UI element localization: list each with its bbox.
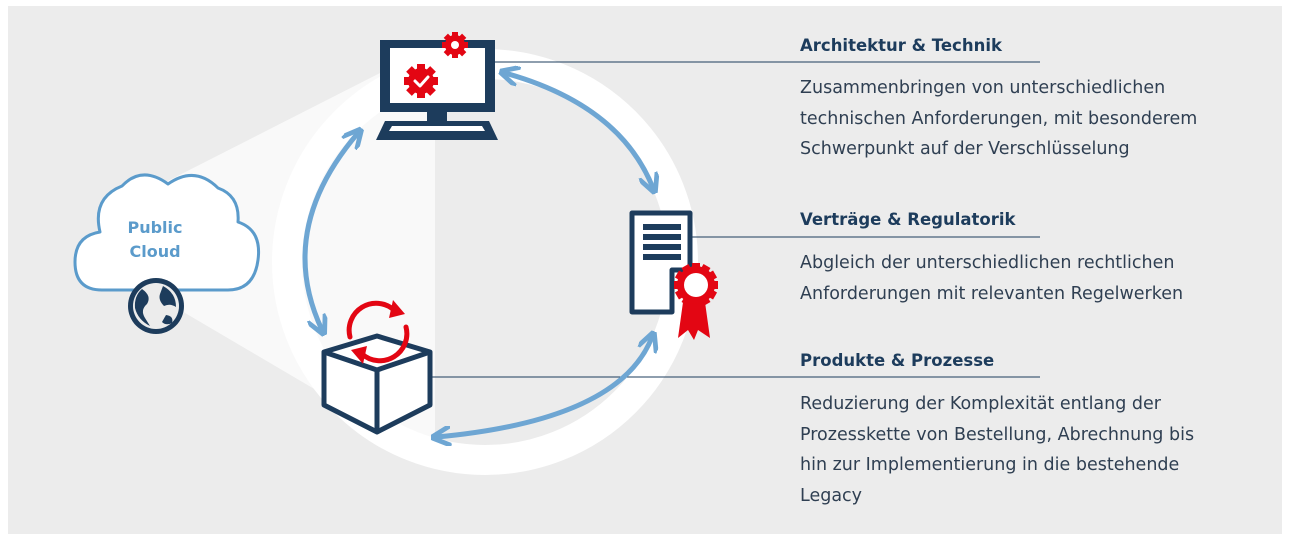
arrow-document-to-box (437, 337, 652, 437)
section-heading-architektur: Architektur & Technik (800, 36, 1002, 55)
description-line: Prozesskette von Bestellung, Abrechnung … (800, 424, 1195, 445)
section-heading-vertraege: Verträge & Regulatorik (800, 210, 1016, 229)
description-line: Abgleich der unterschiedlichen rechtlich… (800, 253, 1175, 273)
cloud-label-line-2: Cloud (129, 242, 181, 261)
description-line: Zusammenbringen von unterschiedlichen (800, 78, 1166, 98)
computer-with-gears-icon (376, 32, 498, 140)
certificate-document-icon (629, 210, 718, 340)
arrow-box-to-computer (302, 133, 358, 330)
gear-icon (442, 32, 468, 58)
arrow-computer-to-document (505, 73, 653, 188)
refresh-icon (346, 300, 410, 364)
description-line: hin zur Implementierung in die bestehend… (800, 455, 1180, 475)
ribbon-seal-icon (674, 263, 718, 340)
cloud-label: Public Cloud (95, 216, 215, 264)
cloud-label-line-1: Public (127, 218, 183, 237)
section-description-vertraege: Abgleich der unterschiedlichen rechtlich… (800, 248, 1280, 309)
description-line: technischen Anforderungen, mit besondere… (800, 108, 1198, 129)
section-description-architektur: Zusammenbringen von unterschiedlichen te… (800, 73, 1280, 165)
section-description-produkte: Reduzierung der Komplexität entlang der … (800, 389, 1280, 511)
description-line: Reduzierung der Komplexität entlang der (800, 394, 1161, 414)
section-heading-produkte: Produkte & Prozesse (800, 351, 995, 370)
gear-check-icon (404, 64, 438, 98)
description-line: Schwerpunkt auf der Verschlüsselung (800, 139, 1130, 159)
globe-icon (128, 278, 184, 334)
box-with-refresh-icon (321, 300, 433, 435)
cloud-icon (73, 173, 261, 292)
description-line: Legacy (800, 485, 863, 506)
description-line: Anforderungen mit relevanten Regelwerken (800, 283, 1184, 304)
